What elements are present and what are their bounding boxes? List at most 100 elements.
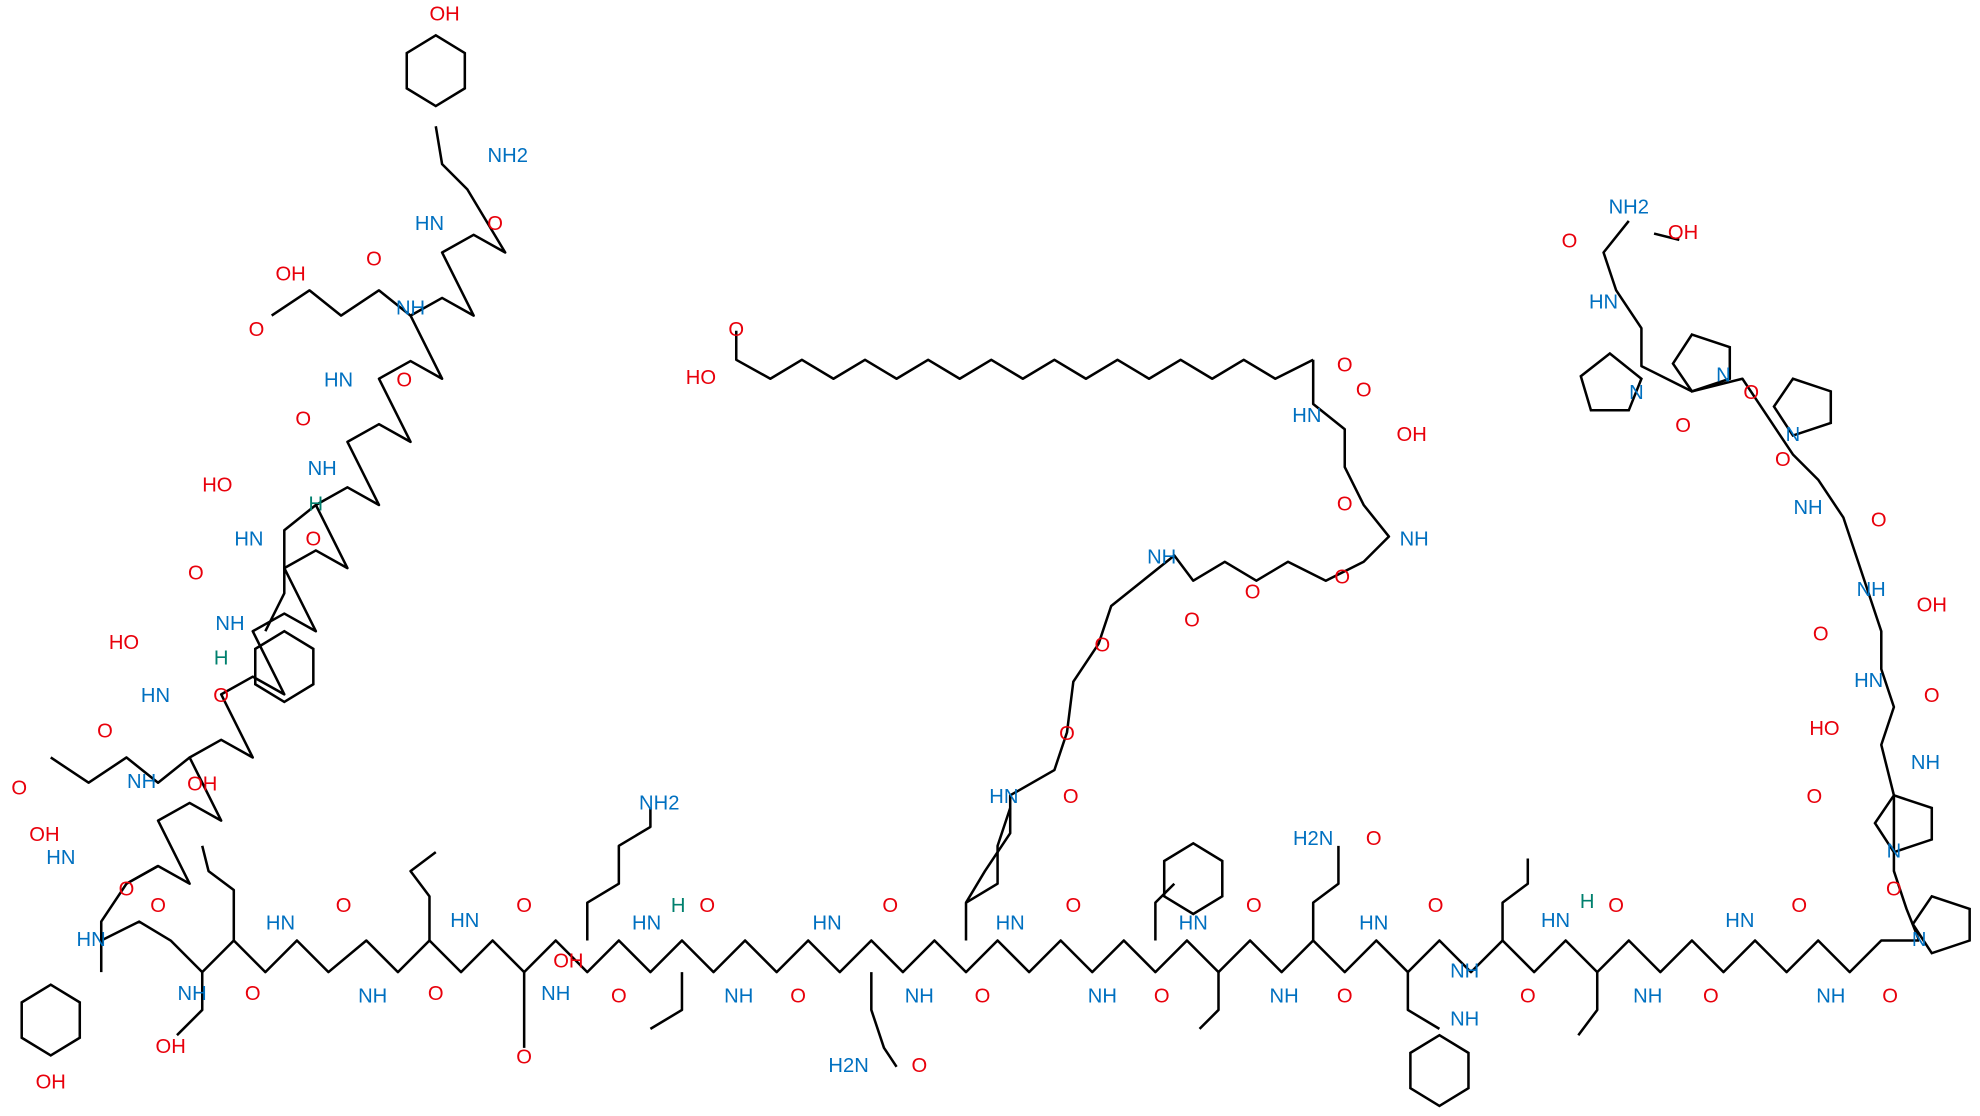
- atom-label: O: [1871, 510, 1887, 532]
- atom-label: HN: [996, 912, 1025, 934]
- atom-label: HN: [141, 685, 170, 707]
- atom-label: HN: [813, 912, 842, 934]
- atom-label: O: [1562, 231, 1578, 253]
- atom-label: OH: [553, 950, 583, 972]
- atom-label: O: [516, 1046, 532, 1068]
- atom-label: NH: [1857, 579, 1886, 601]
- indole-ring: [1409, 1033, 1470, 1108]
- atom-label: O: [1520, 986, 1536, 1008]
- atom-label: O: [1813, 623, 1829, 645]
- atom-label: O: [305, 529, 321, 551]
- atom-label: O: [1775, 449, 1791, 471]
- atom-label: O: [11, 777, 27, 799]
- atom-label: NH2: [639, 793, 679, 815]
- atom-label: O: [295, 409, 311, 431]
- atom-label: OH: [275, 264, 305, 286]
- atom-label: O: [213, 685, 229, 707]
- atom-label: O: [1608, 895, 1624, 917]
- atom-label: HN: [46, 847, 75, 869]
- atom-label: NH: [1147, 546, 1176, 568]
- proline-ring-2: [1671, 333, 1732, 393]
- atom-label: H2N: [1293, 828, 1333, 850]
- atom-label: NH: [127, 771, 156, 793]
- atom-label: H: [214, 647, 229, 669]
- atom-label: OH: [429, 3, 459, 25]
- atom-label: O: [1154, 986, 1170, 1008]
- atom-label: NH: [1088, 986, 1117, 1008]
- atom-label: O: [1334, 567, 1350, 589]
- atom-label: O: [1245, 582, 1261, 604]
- atom-label: HN: [324, 370, 353, 392]
- atom-label: H: [1580, 891, 1595, 913]
- atom-label: HO: [202, 474, 232, 496]
- tyrosine-ring-top: [405, 33, 467, 108]
- atom-label: O: [150, 895, 166, 917]
- atom-label: O: [249, 319, 265, 341]
- atom-label: O: [516, 895, 532, 917]
- atom-label: HN: [1179, 912, 1208, 934]
- atom-label: O: [1791, 895, 1807, 917]
- atom-label: O: [911, 1055, 927, 1077]
- atom-label: HN: [1292, 405, 1321, 427]
- atom-label: O: [790, 986, 806, 1008]
- atom-label: NH: [1816, 986, 1845, 1008]
- atom-label: O: [336, 895, 352, 917]
- atom-label: OH: [29, 824, 59, 846]
- atom-label: HO: [109, 632, 139, 654]
- atom-label: N: [1887, 840, 1902, 862]
- atom-label: OH: [156, 1036, 186, 1058]
- atom-label: O: [97, 721, 113, 743]
- atom-label: O: [975, 986, 991, 1008]
- atom-label: O: [366, 248, 382, 270]
- atom-label: O: [1065, 895, 1081, 917]
- atom-label: O: [1882, 986, 1898, 1008]
- atom-label: O: [1337, 493, 1353, 515]
- phenyl-ring-left: [253, 629, 315, 704]
- atom-label: NH: [1270, 986, 1299, 1008]
- atom-label: O: [1886, 878, 1902, 900]
- atom-label: N: [1786, 424, 1801, 446]
- atom-label: O: [396, 370, 412, 392]
- atom-label: NH: [724, 986, 753, 1008]
- atom-label: O: [245, 983, 261, 1005]
- atom-label: N: [1716, 365, 1731, 387]
- atom-label: HN: [1541, 910, 1570, 932]
- atom-label: O: [1675, 415, 1691, 437]
- atom-label: NH: [358, 986, 387, 1008]
- atom-label: NH: [215, 613, 244, 635]
- atom-labels: OH NH2 HN O O OH O NH HN O O NH HO H HN …: [11, 3, 1947, 1093]
- atom-label: OH: [1917, 594, 1947, 616]
- atom-label: NH: [1400, 529, 1429, 551]
- atom-label: HN: [1589, 291, 1618, 313]
- atom-label: O: [1063, 786, 1079, 808]
- atom-label: O: [611, 986, 627, 1008]
- atom-label: NH2: [1609, 197, 1649, 219]
- proline-ring-3: [1772, 377, 1833, 438]
- atom-label: HN: [77, 929, 106, 951]
- atom-label: O: [1428, 895, 1444, 917]
- atom-label: O: [1337, 354, 1353, 376]
- atom-label: O: [1924, 685, 1940, 707]
- atom-label: NH: [396, 298, 425, 320]
- atom-label: NH: [905, 986, 934, 1008]
- atom-label: O: [188, 563, 204, 585]
- atom-label: O: [1246, 895, 1262, 917]
- atom-label: O: [1337, 986, 1353, 1008]
- atom-label: HO: [686, 367, 716, 389]
- atom-label: OH: [1668, 222, 1698, 244]
- atom-label: O: [1743, 382, 1759, 404]
- phenyl-ring-bottom: [1162, 841, 1224, 916]
- atom-label: HN: [989, 786, 1018, 808]
- atom-label: NH: [1450, 960, 1479, 982]
- atom-label: NH: [1911, 752, 1940, 774]
- proline-ring-4: [1873, 793, 1934, 854]
- atom-label: OH: [1397, 424, 1427, 446]
- proline-ring-5: [1911, 894, 1971, 955]
- atom-label: N: [1912, 929, 1927, 951]
- atom-label: O: [119, 878, 135, 900]
- atom-label: NH: [178, 983, 207, 1005]
- atom-label: H: [671, 895, 686, 917]
- atom-label: H: [309, 493, 324, 515]
- tyrosine-ring-bottom: [20, 983, 82, 1057]
